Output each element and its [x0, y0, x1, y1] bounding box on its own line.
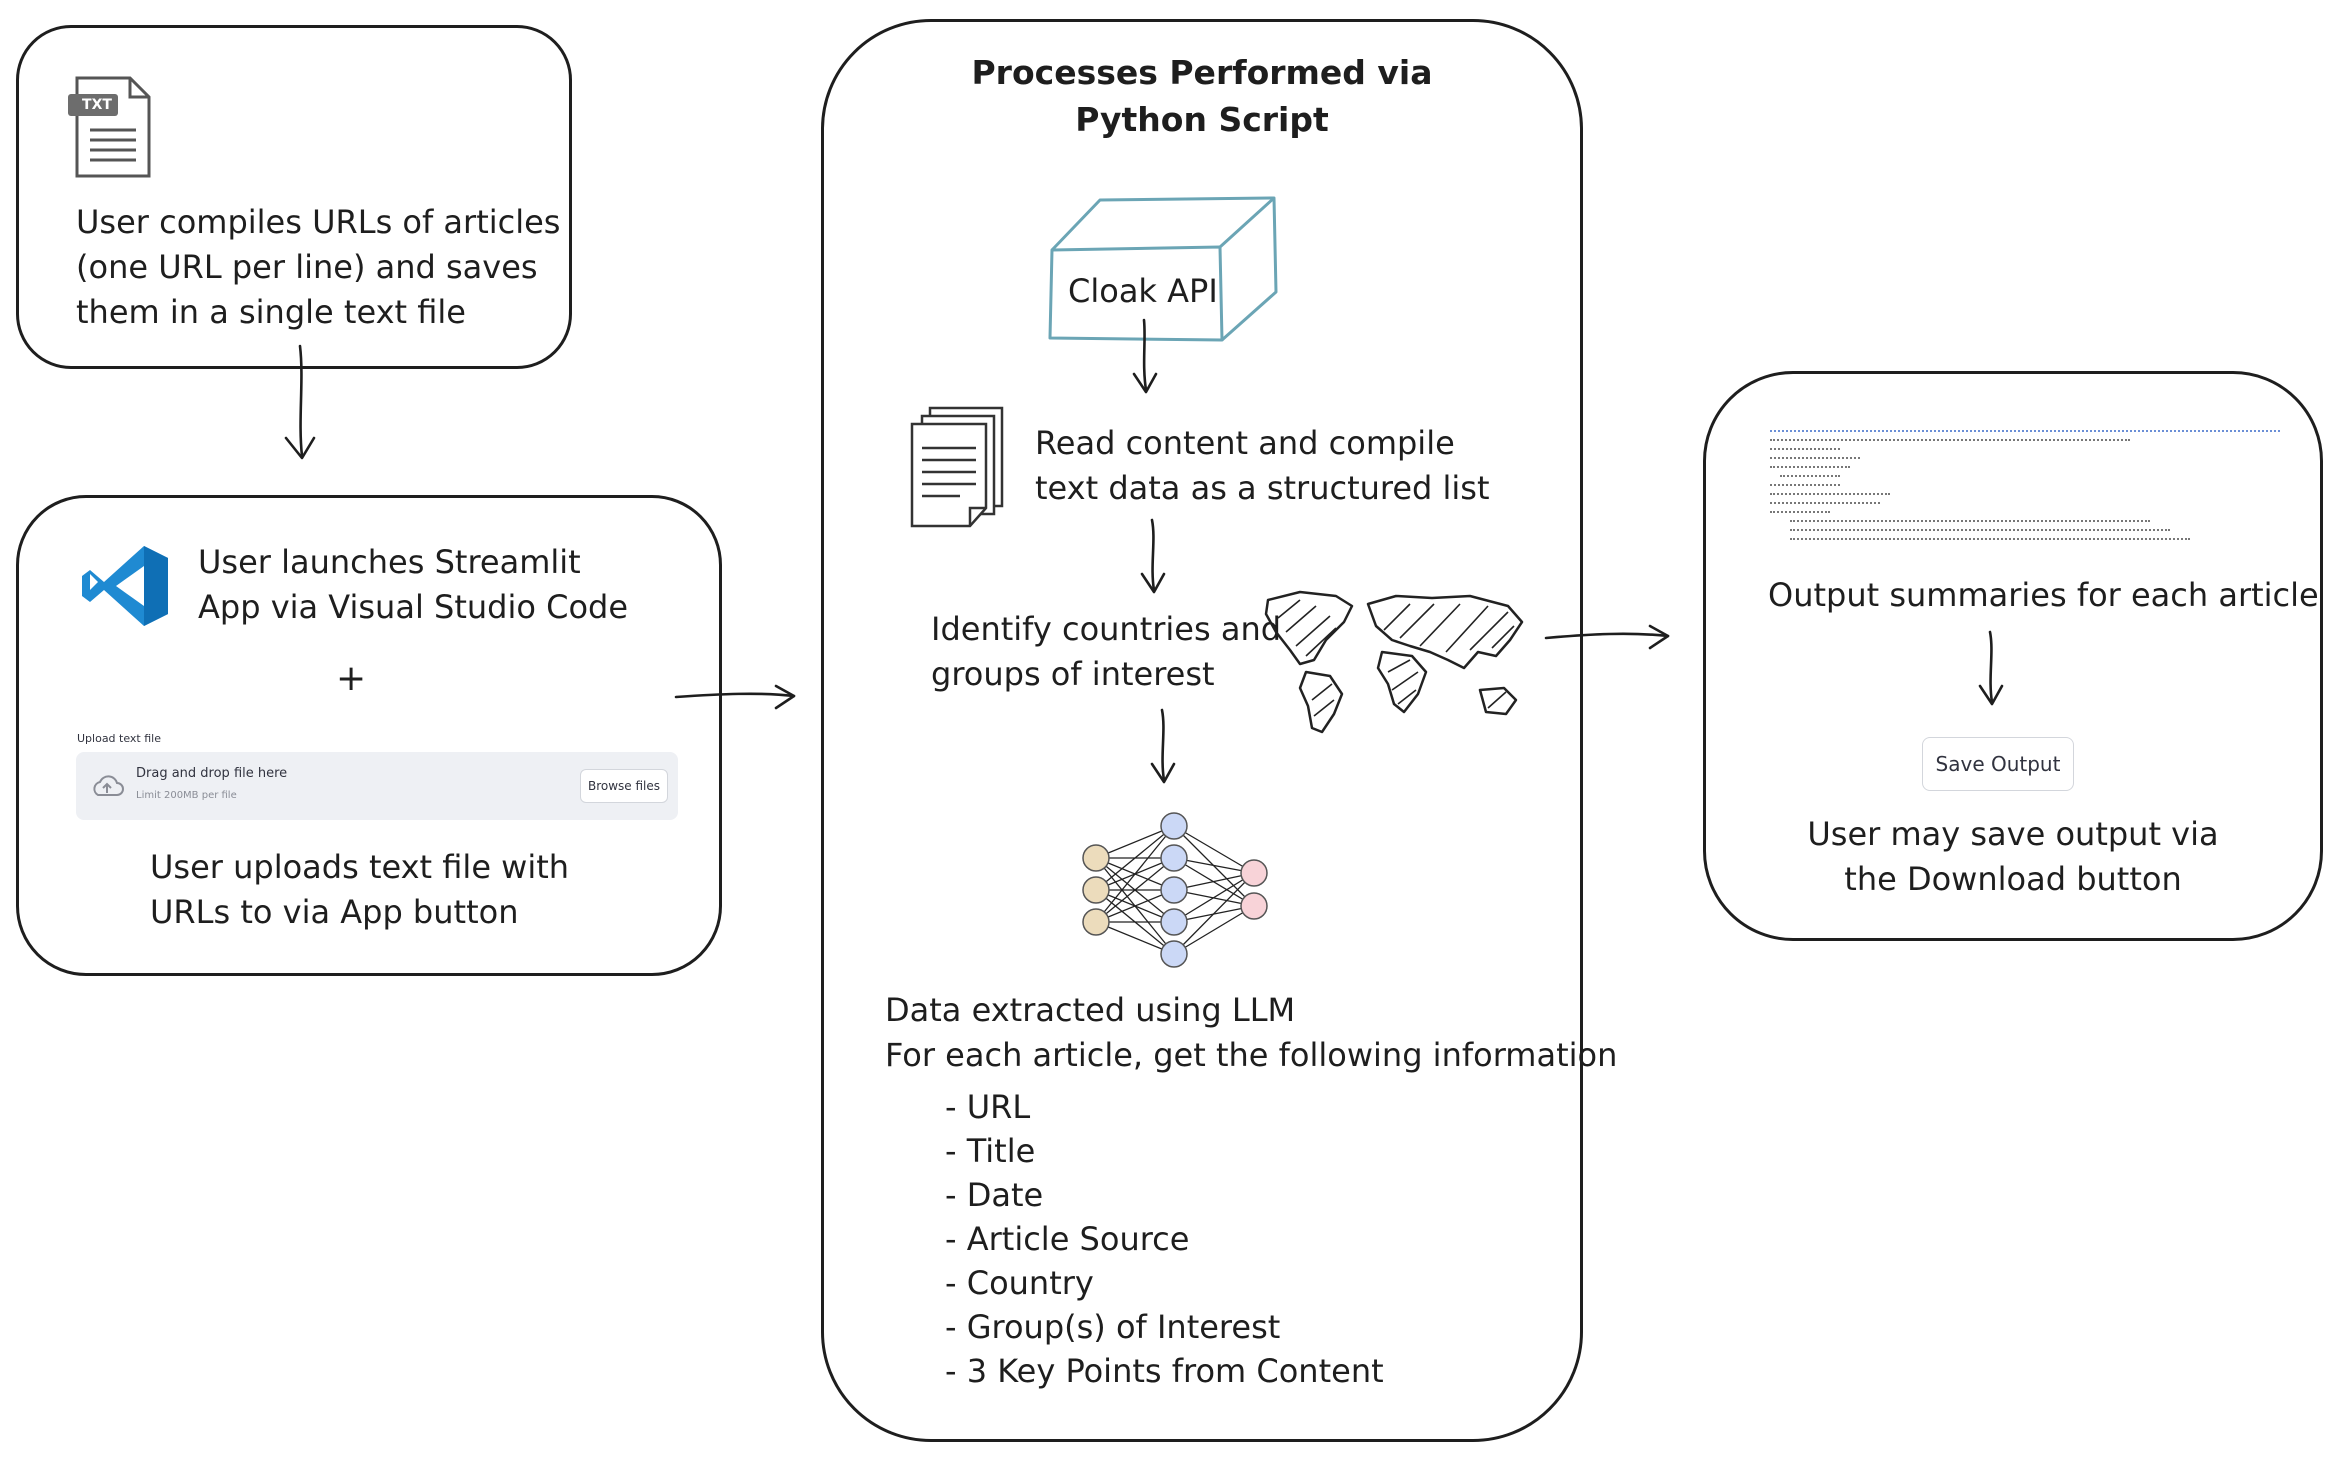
- txt-file-badge: TXT: [82, 97, 112, 113]
- file-dropzone[interactable]: Drag and drop file here Limit 200MB per …: [76, 752, 678, 820]
- launch-text-line-2: App via Visual Studio Code: [198, 588, 629, 626]
- field-groups-of-interest: - Group(s) of Interest: [945, 1308, 1281, 1346]
- compile-text-line-3: them in a single text file: [76, 293, 466, 331]
- upload-text-line-1: User uploads text file with: [150, 848, 570, 886]
- output-text: Output summaries for each article: [1768, 576, 2319, 614]
- field-article-source: - Article Source: [945, 1220, 1190, 1258]
- upload-label: Upload text file: [77, 732, 161, 745]
- cloak-api-label: Cloak API: [1068, 272, 1218, 310]
- field-key-points: - 3 Key Points from Content: [945, 1352, 1384, 1390]
- plus-sign: +: [336, 658, 367, 699]
- compile-text-line-2: (one URL per line) and saves: [76, 248, 538, 286]
- identify-text-line-1: Identify countries and: [931, 610, 1282, 648]
- dropzone-limit: Limit 200MB per file: [136, 790, 237, 801]
- browse-files-button[interactable]: Browse files: [580, 769, 668, 803]
- process-box: [821, 19, 1583, 1442]
- process-title-line-2: Python Script: [1075, 100, 1329, 139]
- field-url: - URL: [945, 1088, 1031, 1126]
- output-document-preview: [1770, 424, 2290, 544]
- extract-text-line-2: For each article, get the following info…: [885, 1036, 1618, 1074]
- extract-text-line-1: Data extracted using LLM: [885, 991, 1296, 1029]
- dropzone-text: Drag and drop file here: [136, 766, 288, 781]
- upload-text-line-2: URLs to via App button: [150, 893, 519, 931]
- field-country: - Country: [945, 1264, 1094, 1302]
- save-text-line-1: User may save output via: [1807, 815, 2219, 853]
- field-title: - Title: [945, 1132, 1036, 1170]
- save-text-line-2: the Download button: [1844, 860, 2182, 898]
- compile-text-line-1: User compiles URLs of articles: [76, 203, 561, 241]
- read-text-line-2: text data as a structured list: [1035, 469, 1490, 507]
- process-title-line-1: Processes Performed via: [971, 53, 1433, 92]
- launch-text-line-1: User launches Streamlit: [198, 543, 581, 581]
- cloud-upload-icon: [93, 775, 124, 796]
- read-text-line-1: Read content and compile: [1035, 424, 1455, 462]
- field-date: - Date: [945, 1176, 1044, 1214]
- save-output-button[interactable]: Save Output: [1922, 737, 2074, 791]
- identify-text-line-2: groups of interest: [931, 655, 1215, 693]
